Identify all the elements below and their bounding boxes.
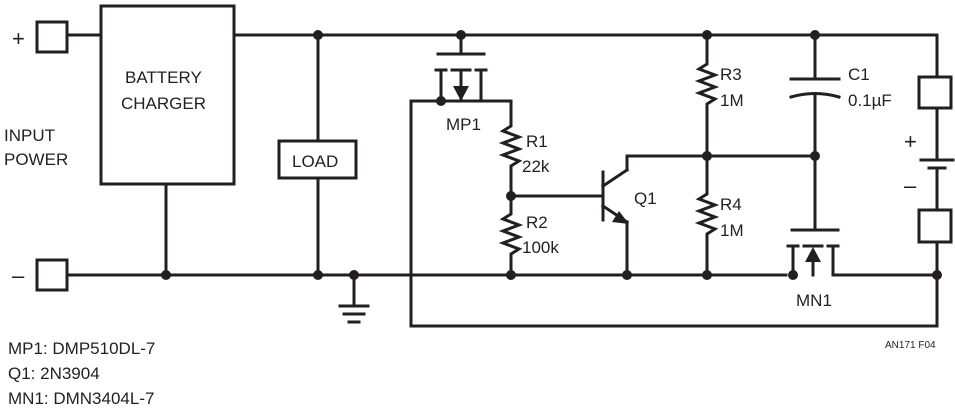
input-plus-sign: + <box>12 26 25 51</box>
input-positive-terminal <box>35 20 69 54</box>
q1-npn-transistor <box>509 154 817 277</box>
battery-plus-sign: + <box>904 129 917 154</box>
r4-resistor <box>694 154 720 277</box>
r2-name: R2 <box>526 213 548 232</box>
parts-list-item: Q1: 2N3904 <box>8 364 100 383</box>
battery-minus-sign: – <box>904 173 917 198</box>
r3-value: 1M <box>720 91 744 110</box>
r4-name: R4 <box>720 195 742 214</box>
c1-name: C1 <box>848 65 870 84</box>
bottom-rail <box>65 240 939 277</box>
charger-label-1: BATTERY <box>125 68 202 87</box>
r3-resistor <box>694 33 720 158</box>
mn1-label: MN1 <box>796 291 832 310</box>
parts-list-item: MN1: DMN3404L-7 <box>8 389 154 408</box>
input-power-label-1: INPUT <box>4 126 55 145</box>
r2-resistor <box>498 194 524 277</box>
mp1-label: MP1 <box>446 115 481 134</box>
parts-list-item: MP1: DMP510DL-7 <box>8 339 155 358</box>
r1-name: R1 <box>526 132 548 151</box>
q1-label: Q1 <box>634 189 657 208</box>
charger-label-2: CHARGER <box>121 94 206 113</box>
junction-dots <box>161 30 942 280</box>
load-label: LOAD <box>292 152 338 171</box>
battery-negative-terminal <box>917 208 953 244</box>
mn1-nmos-transistor <box>786 154 840 277</box>
ground-symbol <box>338 273 370 324</box>
r2-value: 100k <box>522 238 559 257</box>
input-minus-sign: – <box>12 263 25 288</box>
figure-id: AN171 F04 <box>885 340 936 351</box>
battery-positive-terminal <box>917 75 953 110</box>
r1-value: 22k <box>522 157 550 176</box>
input-negative-terminal <box>35 258 69 292</box>
feedback-wire <box>409 99 939 328</box>
r4-value: 1M <box>720 221 744 240</box>
r1-resistor <box>498 118 524 198</box>
r3-name: R3 <box>720 65 742 84</box>
input-power-label-2: POWER <box>4 150 68 169</box>
c1-value: 0.1µF <box>848 91 892 110</box>
mp1-pmos-transistor <box>409 33 513 122</box>
c1-capacitor <box>789 33 841 158</box>
